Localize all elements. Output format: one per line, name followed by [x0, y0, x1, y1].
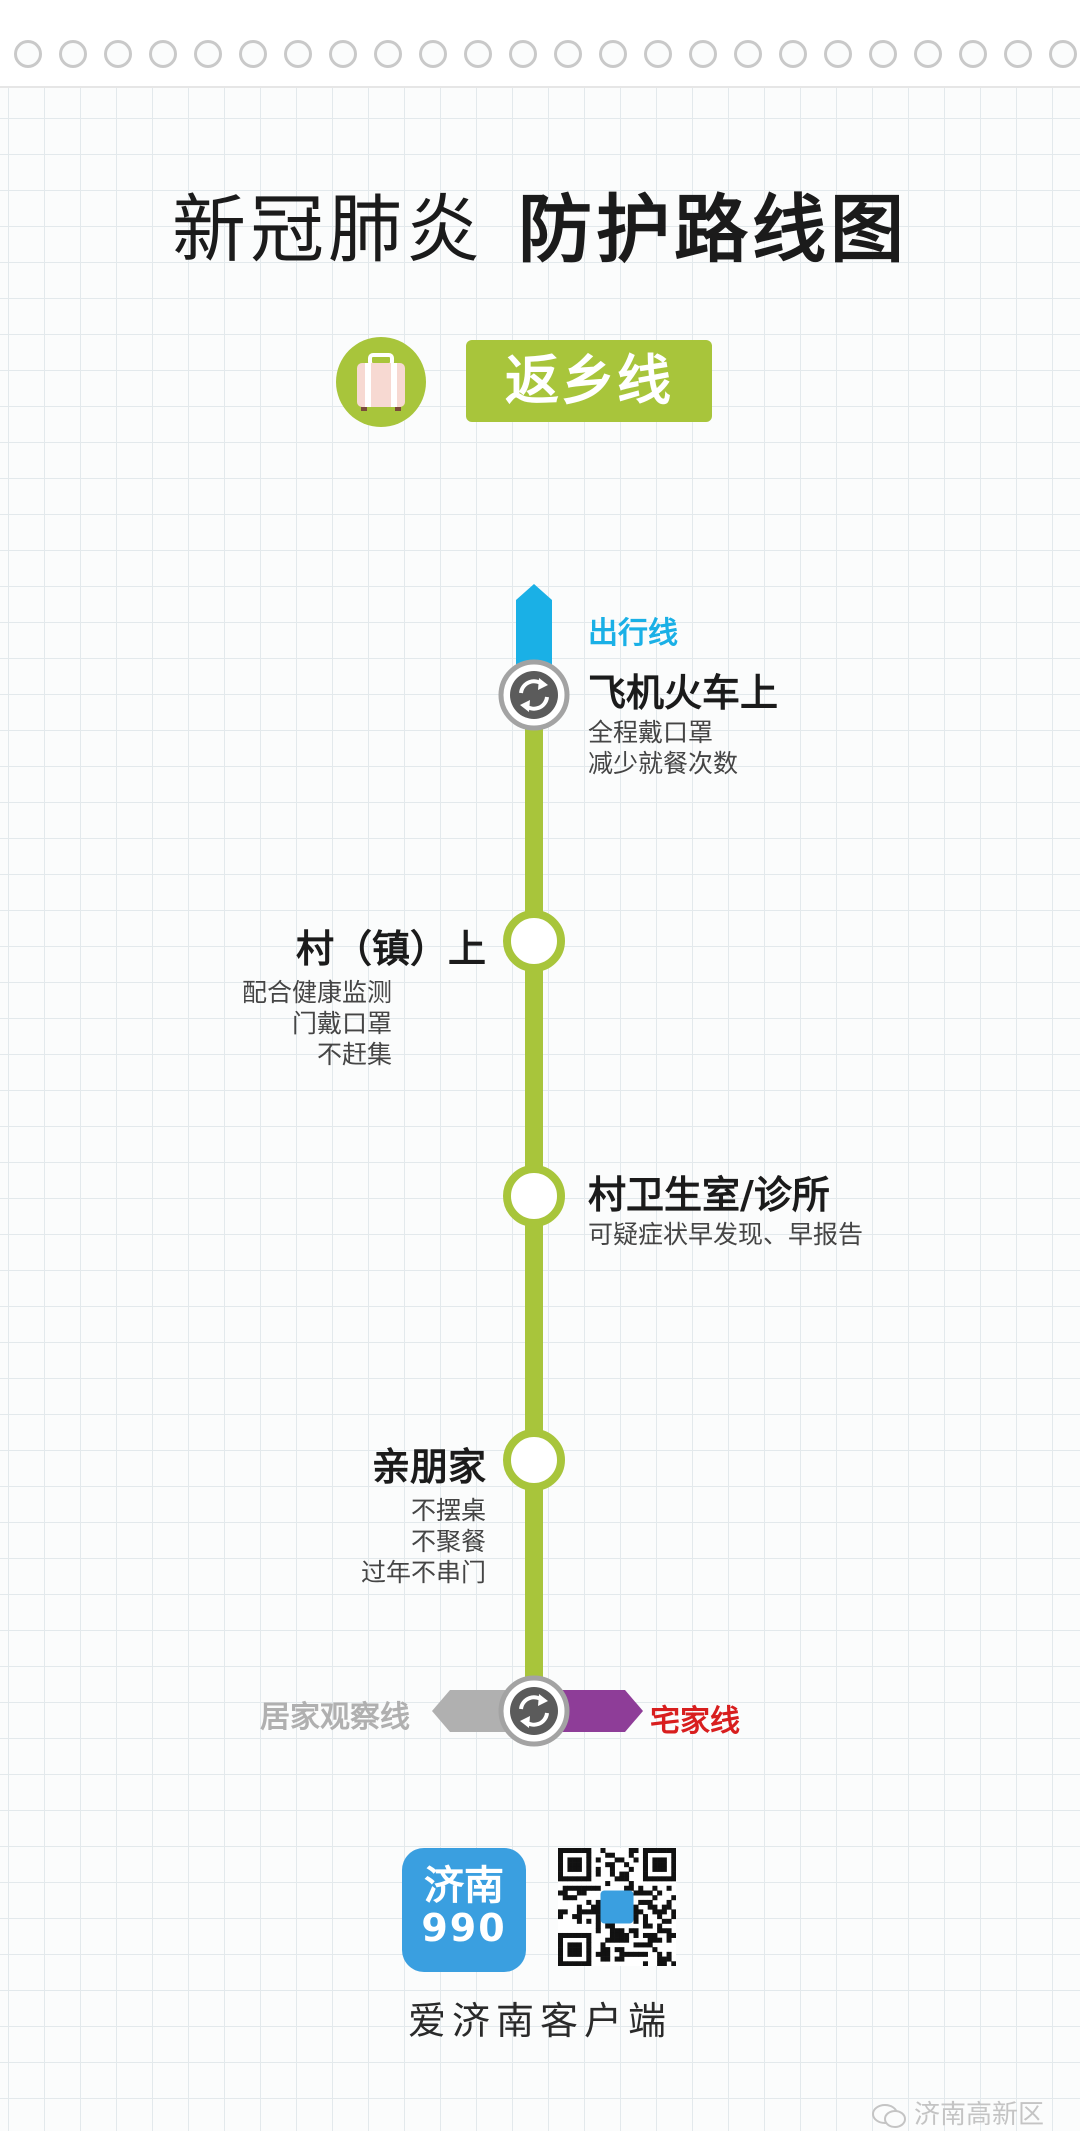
- app-logo-name: 济南: [424, 1863, 504, 1909]
- binding-ring: [554, 40, 582, 68]
- transfer-arrows-icon: [498, 659, 570, 731]
- right-connector-label: 宅家线: [650, 1704, 740, 1739]
- stop-4-label: 亲朋家 不摆桌 不聚餐 过年不串门: [361, 1436, 486, 1588]
- binding-ring: [239, 40, 267, 68]
- stop-detail: 不聚餐: [410, 1527, 486, 1556]
- title-light: 新冠肺炎: [172, 187, 484, 273]
- notebook-binding: [0, 0, 1080, 88]
- binding-ring: [374, 40, 402, 68]
- watermark: 济南高新区: [871, 2094, 1044, 2131]
- stop-detail: 门戴口罩: [291, 1009, 392, 1038]
- stop-title: 飞机火车上: [588, 671, 779, 715]
- right-connector-arrow: [558, 1690, 643, 1732]
- stop-detail: 过年不串门: [360, 1558, 486, 1587]
- binding-ring: [149, 40, 177, 68]
- binding-ring: [104, 40, 132, 68]
- binding-ring: [1049, 40, 1077, 68]
- stop-3-label: 村卫生室/诊所 可疑症状早发现、早报告: [588, 1164, 863, 1250]
- binding-ring: [959, 40, 987, 68]
- top-connector-arrow: [516, 584, 552, 680]
- station-marker: [503, 1429, 565, 1491]
- stop-detail: 可疑症状早发现、早报告: [588, 1220, 864, 1249]
- stop-title: 村（镇）上: [295, 927, 486, 971]
- station-marker: [503, 1165, 565, 1227]
- wechat-icon: [871, 2103, 906, 2128]
- stop-detail: 全程戴口罩: [588, 718, 714, 747]
- page-title: 新冠肺炎防护路线图: [0, 170, 1080, 277]
- stop-2-label: 村（镇）上 配合健康监测 门戴口罩 不赶集: [242, 918, 486, 1070]
- binding-ring: [644, 40, 672, 68]
- left-connector-label: 居家观察线: [260, 1700, 410, 1735]
- app-logo-mark: 990: [421, 1906, 507, 1950]
- watermark-text: 济南高新区: [913, 2100, 1044, 2130]
- left-connector-arrow: [432, 1690, 510, 1732]
- station-marker: [503, 910, 565, 972]
- title-bold: 防护路线图: [518, 187, 908, 273]
- binding-ring: [914, 40, 942, 68]
- binding-ring: [464, 40, 492, 68]
- binding-ring: [734, 40, 762, 68]
- route-banner: 返乡线: [466, 340, 712, 422]
- binding-ring: [869, 40, 897, 68]
- binding-ring: [779, 40, 807, 68]
- stop-detail: 减少就餐次数: [588, 749, 739, 778]
- stop-title: 村卫生室/诊所: [588, 1173, 830, 1217]
- stop-detail: 不赶集: [316, 1040, 392, 1069]
- app-name: 爱济南客户端: [407, 1999, 672, 2043]
- stop-title: 亲朋家: [371, 1445, 486, 1489]
- binding-ring: [284, 40, 312, 68]
- transfer-arrows-icon: [498, 1675, 570, 1747]
- app-logo-icon[interactable]: 济南 990: [402, 1848, 526, 1972]
- binding-ring: [194, 40, 222, 68]
- binding-ring: [509, 40, 537, 68]
- binding-ring: [419, 40, 447, 68]
- stop-1-label: 飞机火车上 全程戴口罩 减少就餐次数: [588, 662, 778, 779]
- top-connector-label: 出行线: [588, 616, 678, 651]
- binding-ring: [1004, 40, 1032, 68]
- qr-code-icon[interactable]: [558, 1848, 677, 1967]
- binding-ring: [689, 40, 717, 68]
- binding-ring: [824, 40, 852, 68]
- binding-ring: [14, 40, 42, 68]
- binding-ring: [59, 40, 87, 68]
- suitcase-icon: [336, 337, 426, 427]
- binding-ring: [599, 40, 627, 68]
- stop-detail: 配合健康监测: [241, 978, 392, 1007]
- stop-detail: 不摆桌: [410, 1496, 486, 1525]
- binding-ring: [329, 40, 357, 68]
